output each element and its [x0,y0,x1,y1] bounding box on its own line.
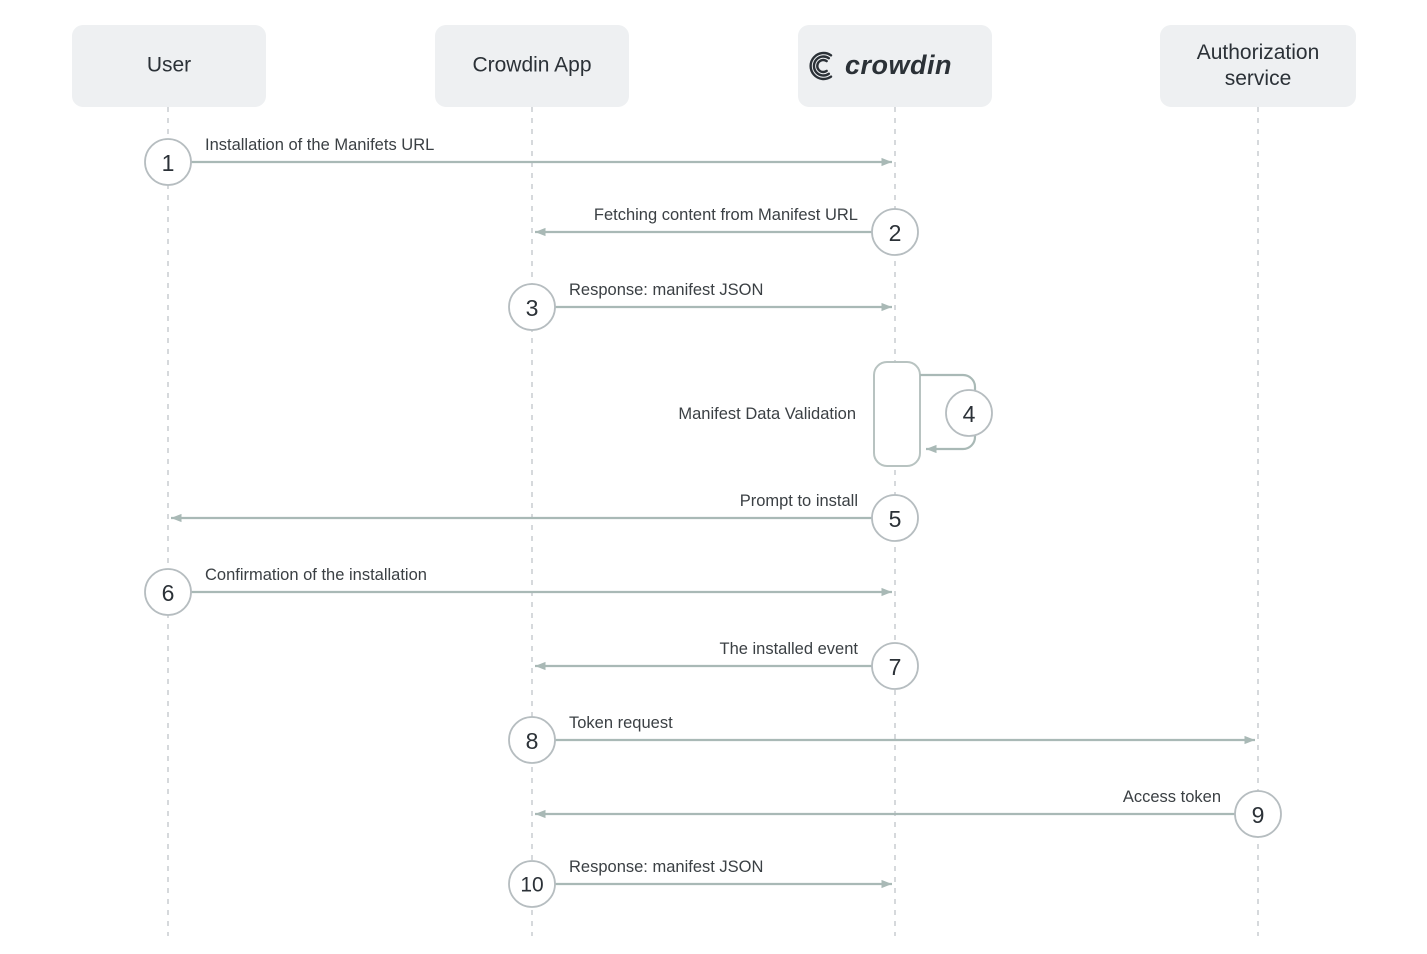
step-number-3: 3 [526,295,539,321]
step-circle-2[interactable] [871,208,919,256]
message-label-3: Response: manifest JSON [569,281,763,299]
message-5[interactable]: 5 Prompt to install [171,492,919,542]
actor-box-crowdin [798,25,992,107]
step-circle-7[interactable] [871,642,919,690]
step-number-4: 4 [963,401,976,427]
message-4[interactable]: 4 Manifest Data Validation [678,361,993,467]
message-8[interactable]: 8 Token request [508,714,1255,764]
actor-header-user[interactable]: User [72,25,266,107]
message-7[interactable]: 7 The installed event [535,640,919,690]
message-label-1: Installation of the Manifets URL [205,136,434,154]
step-number-8: 8 [526,728,539,754]
step-circle-3[interactable] [508,283,556,331]
step-number-9: 9 [1252,802,1265,828]
actor-header-crowdin-app[interactable]: Crowdin App [435,25,629,107]
step-circle-6[interactable] [144,568,192,616]
step-number-10: 10 [520,874,543,897]
step-number-5: 5 [889,506,902,532]
message-3[interactable]: 3 Response: manifest JSON [508,281,892,331]
actor-header-crowdin[interactable]: crowdin [798,25,992,107]
actor-label-crowdin-app: Crowdin App [472,54,591,77]
message-2[interactable]: 2 Fetching content from Manifest URL [535,206,919,256]
actor-label-user: User [147,54,191,77]
step-number-7: 7 [889,654,902,680]
message-9[interactable]: 9 Access token [535,788,1282,838]
logo-swirl-arc-3 [816,58,828,74]
message-6[interactable]: 6 Confirmation of the installation [144,566,892,616]
step-circle-5[interactable] [871,494,919,542]
message-label-10: Response: manifest JSON [569,858,763,876]
message-10[interactable]: 10 Response: manifest JSON [508,858,892,908]
logo-swirl-arc-1 [809,51,833,81]
logo-swirl-arc-2 [812,55,831,77]
message-label-7: The installed event [719,640,858,658]
message-label-2: Fetching content from Manifest URL [594,206,858,224]
crowdin-logo-icon [809,51,833,81]
crowdin-wordmark: crowdin [845,50,952,80]
message-label-5: Prompt to install [740,492,858,510]
actor-box-authorization-service [1160,25,1356,107]
step-circle-9[interactable] [1234,790,1282,838]
messages-layer: 1 Installation of the Manifets URL 2 Fetchi… [144,136,1282,908]
actor-box-user [72,25,266,107]
step-circle-4[interactable] [945,389,993,437]
actor-box-crowdin-app [435,25,629,107]
step-number-2: 2 [889,220,902,246]
message-label-8: Token request [569,714,673,732]
message-label-4: Manifest Data Validation [678,405,856,423]
step-circle-10[interactable] [508,860,556,908]
activation-box-4 [873,361,921,467]
step-number-6: 6 [162,580,175,606]
message-1[interactable]: 1 Installation of the Manifets URL [144,136,892,186]
step-circle-8[interactable] [508,716,556,764]
message-label-9: Access token [1123,788,1221,806]
step-circle-1[interactable] [144,138,192,186]
message-label-6: Confirmation of the installation [205,566,427,584]
step-number-1: 1 [162,150,175,176]
